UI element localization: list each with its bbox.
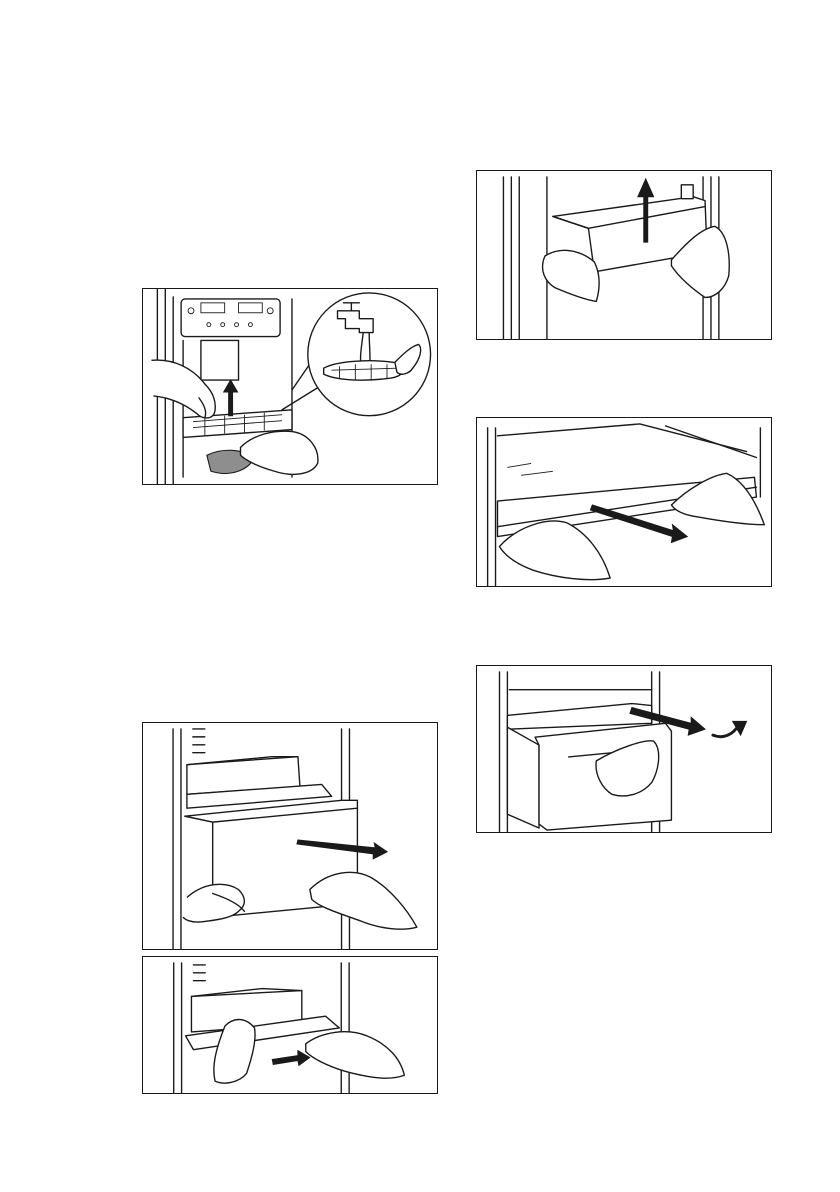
arrow-right-icon: [272, 1051, 309, 1066]
control-panel: [181, 299, 280, 337]
figure-tray-removal: [142, 956, 438, 1094]
arrow-up-icon: [224, 380, 238, 416]
crisper-illustration: [143, 723, 437, 949]
freezer-drawer-illustration: [477, 666, 771, 832]
figure-freezer-drawer-removal: [476, 665, 772, 833]
hand-icon: [543, 250, 600, 301]
figure-door-bin-removal: [476, 170, 772, 340]
figure-crisper-removal: [142, 722, 438, 950]
figure-dispenser-cleaning: [142, 288, 438, 485]
figure-shelf-removal: [476, 417, 772, 587]
tray-illustration: [143, 957, 437, 1093]
door-bin-illustration: [477, 171, 771, 339]
dispenser-nozzle: [201, 340, 239, 380]
hand-icon-right: [310, 872, 417, 929]
shelf-illustration: [477, 418, 771, 586]
hand-icon-right: [306, 1032, 405, 1078]
hand-icon-right: [241, 431, 318, 474]
dispenser-illustration: [143, 289, 437, 484]
